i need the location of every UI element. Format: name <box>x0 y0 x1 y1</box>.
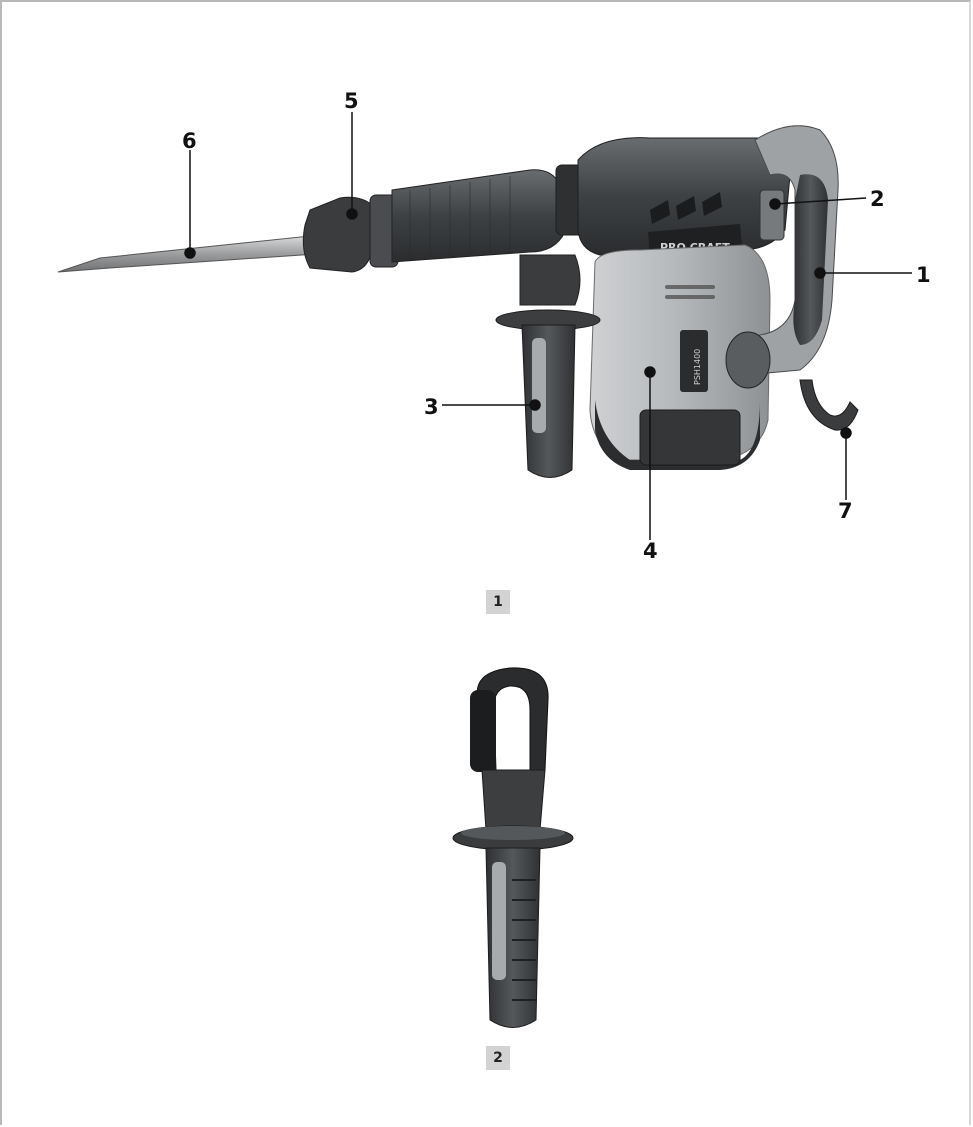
callout-2: 2 <box>870 187 885 211</box>
callout-7: 7 <box>838 499 853 523</box>
figure-1-label: 1 <box>486 590 510 614</box>
barrel <box>391 169 566 263</box>
figure-2-label: 2 <box>486 1046 510 1070</box>
callout-leaders <box>184 112 912 540</box>
callout-3: 3 <box>424 395 439 419</box>
side-handle <box>519 254 581 306</box>
power-cable <box>799 379 859 431</box>
figure-2-side-handle <box>452 667 574 1028</box>
model-text: PSH1400 <box>693 349 702 385</box>
chuck <box>302 196 373 273</box>
model-label-plate <box>680 330 708 392</box>
trigger-switch <box>759 189 785 241</box>
callout-5: 5 <box>344 89 359 113</box>
callout-4: 4 <box>643 539 658 563</box>
callout-1: 1 <box>916 263 931 287</box>
callout-6: 6 <box>182 129 197 153</box>
